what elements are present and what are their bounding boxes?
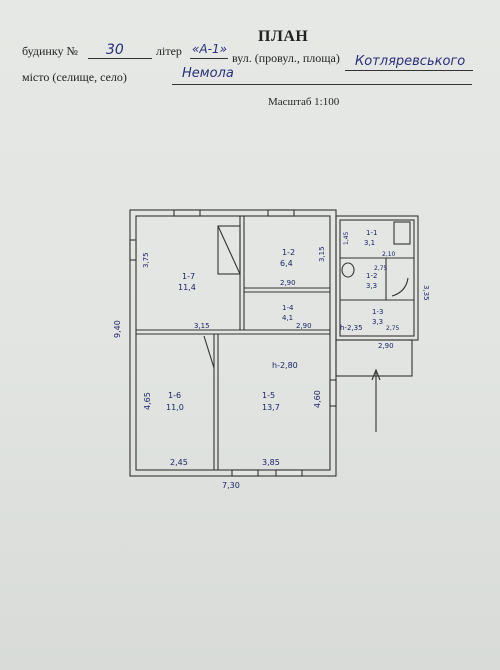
dim-ceiling-left: h-2,35 xyxy=(340,324,363,332)
room-13-id: 1-3 xyxy=(372,308,383,316)
dim-r13-width: 2,75 xyxy=(386,325,400,332)
dim-r14-width: 2,90 xyxy=(296,322,312,330)
dim-r17-height: 3,75 xyxy=(142,252,150,268)
dim-r11-width: 2,10 xyxy=(382,251,396,258)
city-underline xyxy=(172,84,472,85)
room-12-area: 6,4 xyxy=(280,259,293,268)
liter-value: «А-1» xyxy=(192,42,227,56)
dim-r15-height: 4,60 xyxy=(313,390,322,408)
room-15-id: 1-5 xyxy=(262,391,275,400)
city-label: місто (селище, село) xyxy=(22,70,127,84)
dim-porch-width: 2,90 xyxy=(378,342,394,350)
dim-r16-width: 2,45 xyxy=(170,458,188,467)
room-13-area: 3,3 xyxy=(372,318,383,326)
building-number-underline xyxy=(88,58,152,59)
room-14-id: 1-4 xyxy=(282,304,294,312)
liter-underline xyxy=(190,58,228,59)
room-14-area: 4,1 xyxy=(282,314,293,322)
walls xyxy=(129,209,419,477)
street-underline xyxy=(345,70,473,71)
dim-ceiling-main: h-2,80 xyxy=(272,361,298,370)
building-label: будинку № xyxy=(22,44,78,58)
room-16-area: 11,0 xyxy=(166,403,184,412)
dim-overall-height: 9,40 xyxy=(113,320,122,338)
dim-r15-width: 3,85 xyxy=(262,458,280,467)
room-labels: 1-7 11,4 1-2 6,4 1-4 4,1 1-1 3,1 1-2 3,3… xyxy=(166,229,383,412)
city-value: Немола xyxy=(182,66,234,81)
room-15-area: 13,7 xyxy=(262,403,280,412)
scale-label: Масштаб 1:100 xyxy=(268,96,340,108)
room-11-area: 3,1 xyxy=(364,239,375,247)
room-17-area: 11,4 xyxy=(178,283,196,292)
room-11-id: 1-1 xyxy=(366,229,377,237)
dim-wet-width: 2,75 xyxy=(374,265,388,272)
building-number: 30 xyxy=(106,42,124,58)
street-value: Котляревського xyxy=(355,54,466,69)
dim-overall-width: 7,30 xyxy=(222,481,240,490)
dim-r16-height: 4,65 xyxy=(143,392,152,410)
dim-r12-width: 2,90 xyxy=(280,279,296,287)
dim-right-depth: 3,35 xyxy=(422,285,430,301)
room-17-id: 1-7 xyxy=(182,272,195,281)
street-label: вул. (провул., площа) xyxy=(232,51,340,65)
dim-r17-width: 3,15 xyxy=(194,322,210,330)
page-title: ПЛАН xyxy=(258,28,309,45)
dimension-labels: 9,40 7,30 3,75 3,15 3,15 2,90 2,90 1,45 … xyxy=(113,231,430,490)
room-12b-area: 3,3 xyxy=(366,282,377,290)
dim-r11-depth: 1,45 xyxy=(343,231,350,245)
room-12-id: 1-2 xyxy=(282,248,295,257)
room-16-id: 1-6 xyxy=(168,391,181,400)
dim-r12-depth: 3,15 xyxy=(318,246,326,262)
room-12b-id: 1-2 xyxy=(366,272,377,280)
liter-label: літер xyxy=(156,44,182,58)
